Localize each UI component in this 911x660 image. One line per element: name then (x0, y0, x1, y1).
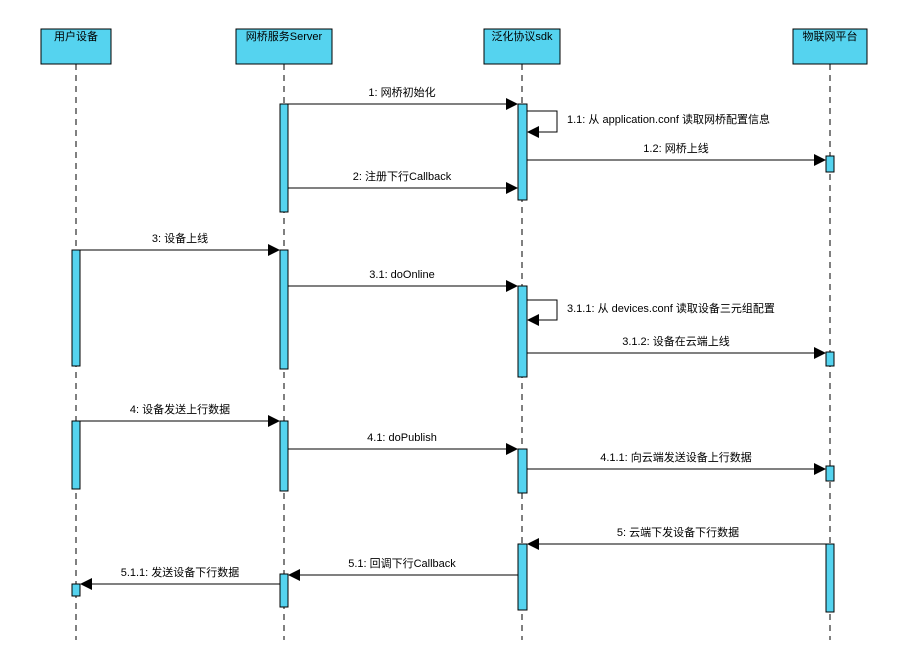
message-line (527, 299, 558, 321)
activation-bar-sdk (517, 543, 528, 611)
arrowhead (814, 347, 826, 359)
message-1: 1: 网桥初始化 (288, 85, 518, 110)
arrowhead (80, 578, 92, 590)
message-label: 5.1: 回调下行Callback (348, 557, 456, 570)
message-3-1-1: 3.1.1: 从 devices.conf 读取设备三元组配置 (527, 299, 775, 326)
message-label: 4: 设备发送上行数据 (130, 402, 230, 416)
message-4-1: 4.1: doPublish (288, 432, 518, 455)
message-label: 1.2: 网桥上线 (643, 141, 708, 155)
message-label: 1.1: 从 application.conf 读取网桥配置信息 (567, 112, 770, 126)
arrowhead (814, 154, 826, 166)
activation-bar-sdk (517, 285, 528, 378)
arrowhead (268, 415, 280, 427)
arrowhead (506, 182, 518, 194)
activation-bar-bridge (279, 573, 289, 608)
activation-bar-bridge (279, 420, 289, 492)
arrowhead (527, 314, 539, 326)
arrowhead (527, 126, 539, 138)
message-4: 4: 设备发送上行数据 (80, 402, 280, 427)
message-3: 3: 设备上线 (80, 231, 280, 256)
activation-bar-user (71, 249, 81, 367)
message-label: 3.1: doOnline (369, 269, 434, 281)
message-label: 3.1.1: 从 devices.conf 读取设备三元组配置 (567, 301, 775, 315)
message-1-1: 1.1: 从 application.conf 读取网桥配置信息 (527, 110, 770, 138)
message-label: 3: 设备上线 (152, 231, 208, 245)
participant-box (483, 28, 561, 65)
activation-bar-iot (825, 155, 835, 173)
arrowhead (814, 463, 826, 475)
participant-bridge: 网桥服务Server (235, 28, 333, 65)
activation-bar-sdk (517, 448, 528, 494)
arrowhead (527, 538, 539, 550)
message-label: 1: 网桥初始化 (368, 85, 435, 99)
arrowhead (506, 280, 518, 292)
arrowhead (506, 443, 518, 455)
activation-bar-bridge (279, 249, 289, 370)
activation-bar-user (71, 583, 81, 597)
participant-box (40, 28, 112, 65)
participant-sdk: 泛化协议sdk (483, 28, 561, 65)
activation-bar-sdk (517, 103, 528, 201)
participant-box (792, 28, 868, 65)
activation-bar-user (71, 420, 81, 490)
participant-user: 用户设备 (40, 28, 112, 65)
arrowhead (288, 569, 300, 581)
message-4-1-1: 4.1.1: 向云端发送设备上行数据 (527, 450, 826, 475)
participant-label: 网桥服务Server (246, 30, 323, 43)
message-label: 4.1.1: 向云端发送设备上行数据 (600, 450, 752, 464)
message-3-1: 3.1: doOnline (288, 269, 518, 292)
message-2: 2: 注册下行Callback (288, 169, 518, 194)
message-1-2: 1.2: 网桥上线 (527, 141, 826, 166)
activation-bar-bridge (279, 103, 289, 213)
participant-label: 用户设备 (54, 29, 98, 43)
participant-label: 物联网平台 (803, 29, 858, 43)
participant-iot: 物联网平台 (792, 28, 868, 65)
message-line (527, 110, 558, 133)
arrowhead (506, 98, 518, 110)
participant-label: 泛化协议sdk (491, 29, 553, 43)
activation-bar-iot (825, 351, 835, 367)
message-label: 2: 注册下行Callback (353, 169, 452, 183)
message-label: 3.1.2: 设备在云端上线 (622, 334, 730, 348)
message-5-1-1: 5.1.1: 发送设备下行数据 (80, 565, 280, 590)
message-label: 5: 云端下发设备下行数据 (617, 525, 739, 539)
message-label: 5.1.1: 发送设备下行数据 (121, 565, 240, 579)
arrowhead (268, 244, 280, 256)
participant-box (235, 28, 333, 65)
activation-bar-iot (825, 543, 835, 613)
message-3-1-2: 3.1.2: 设备在云端上线 (527, 334, 826, 359)
message-5: 5: 云端下发设备下行数据 (527, 525, 826, 550)
message-label: 4.1: doPublish (367, 432, 437, 444)
message-5-1: 5.1: 回调下行Callback (288, 557, 518, 581)
activation-bar-iot (825, 465, 835, 482)
